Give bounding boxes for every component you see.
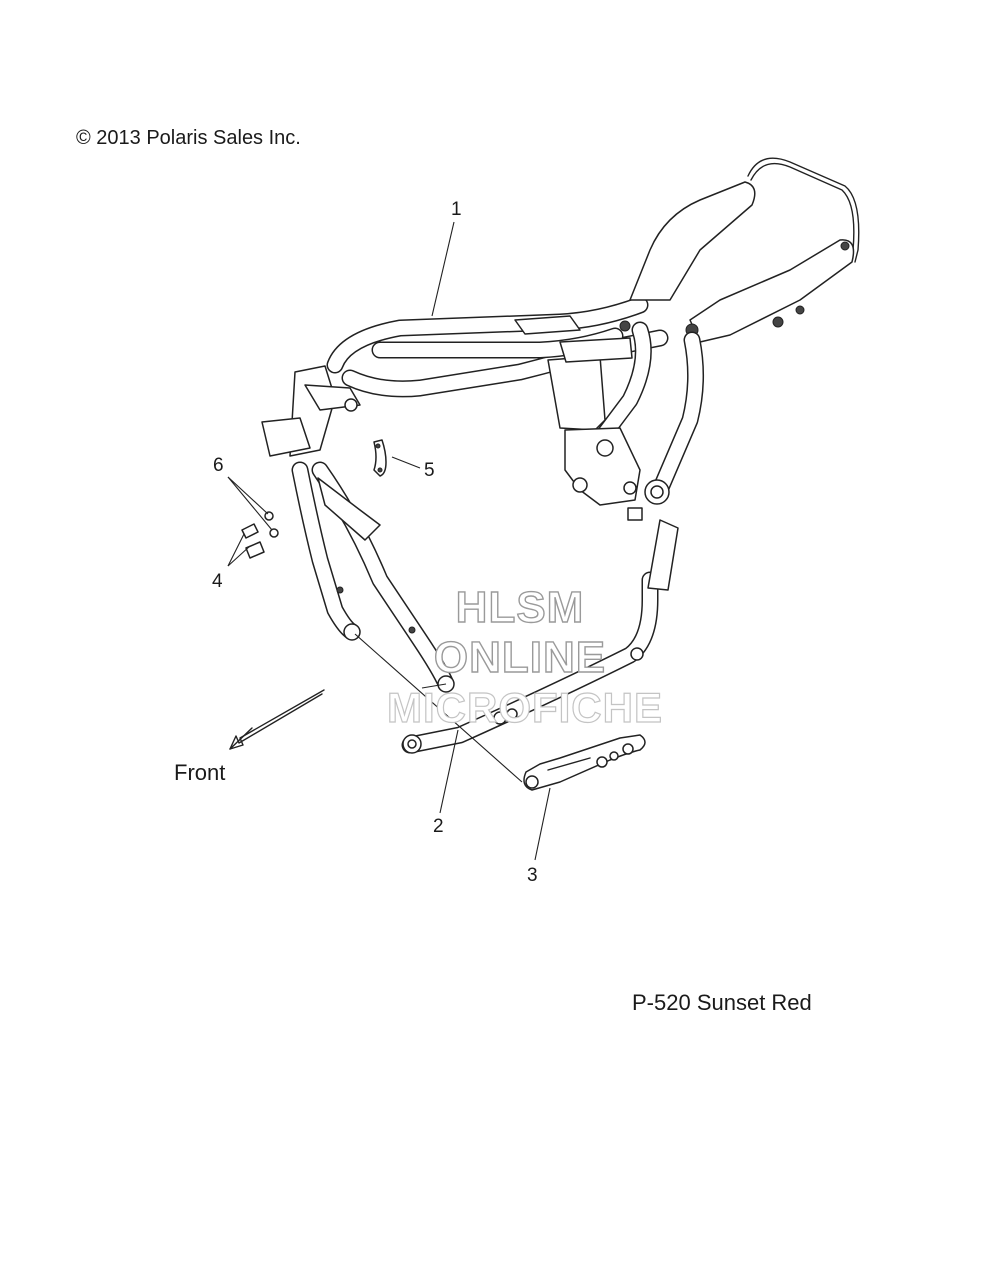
leader-lines: [227, 221, 551, 861]
main-frame-drawing: [261, 157, 860, 693]
callout-5: 5: [424, 460, 435, 481]
callout-6: 6: [213, 455, 224, 476]
watermark-line-1: HLSM: [455, 582, 585, 632]
fasteners-drawing: [241, 511, 279, 559]
callout-4: 4: [212, 571, 223, 592]
callout-3: 3: [527, 865, 538, 886]
lower-bracket-drawing: [523, 734, 646, 791]
callout-1: 1: [451, 199, 462, 220]
callout-2: 2: [433, 816, 444, 837]
front-direction-arrow: [229, 689, 325, 750]
part-code-label: P-520 Sunset Red: [632, 990, 812, 1015]
small-bracket-drawing: [373, 439, 387, 477]
watermark-line-2: ONLINE: [433, 632, 607, 682]
lower-frame-rail-drawing: [401, 519, 679, 754]
front-direction-label: Front: [174, 760, 226, 785]
watermark-line-3: MICROFICHE: [386, 683, 663, 731]
copyright-notice: © 2013 Polaris Sales Inc.: [76, 127, 301, 149]
